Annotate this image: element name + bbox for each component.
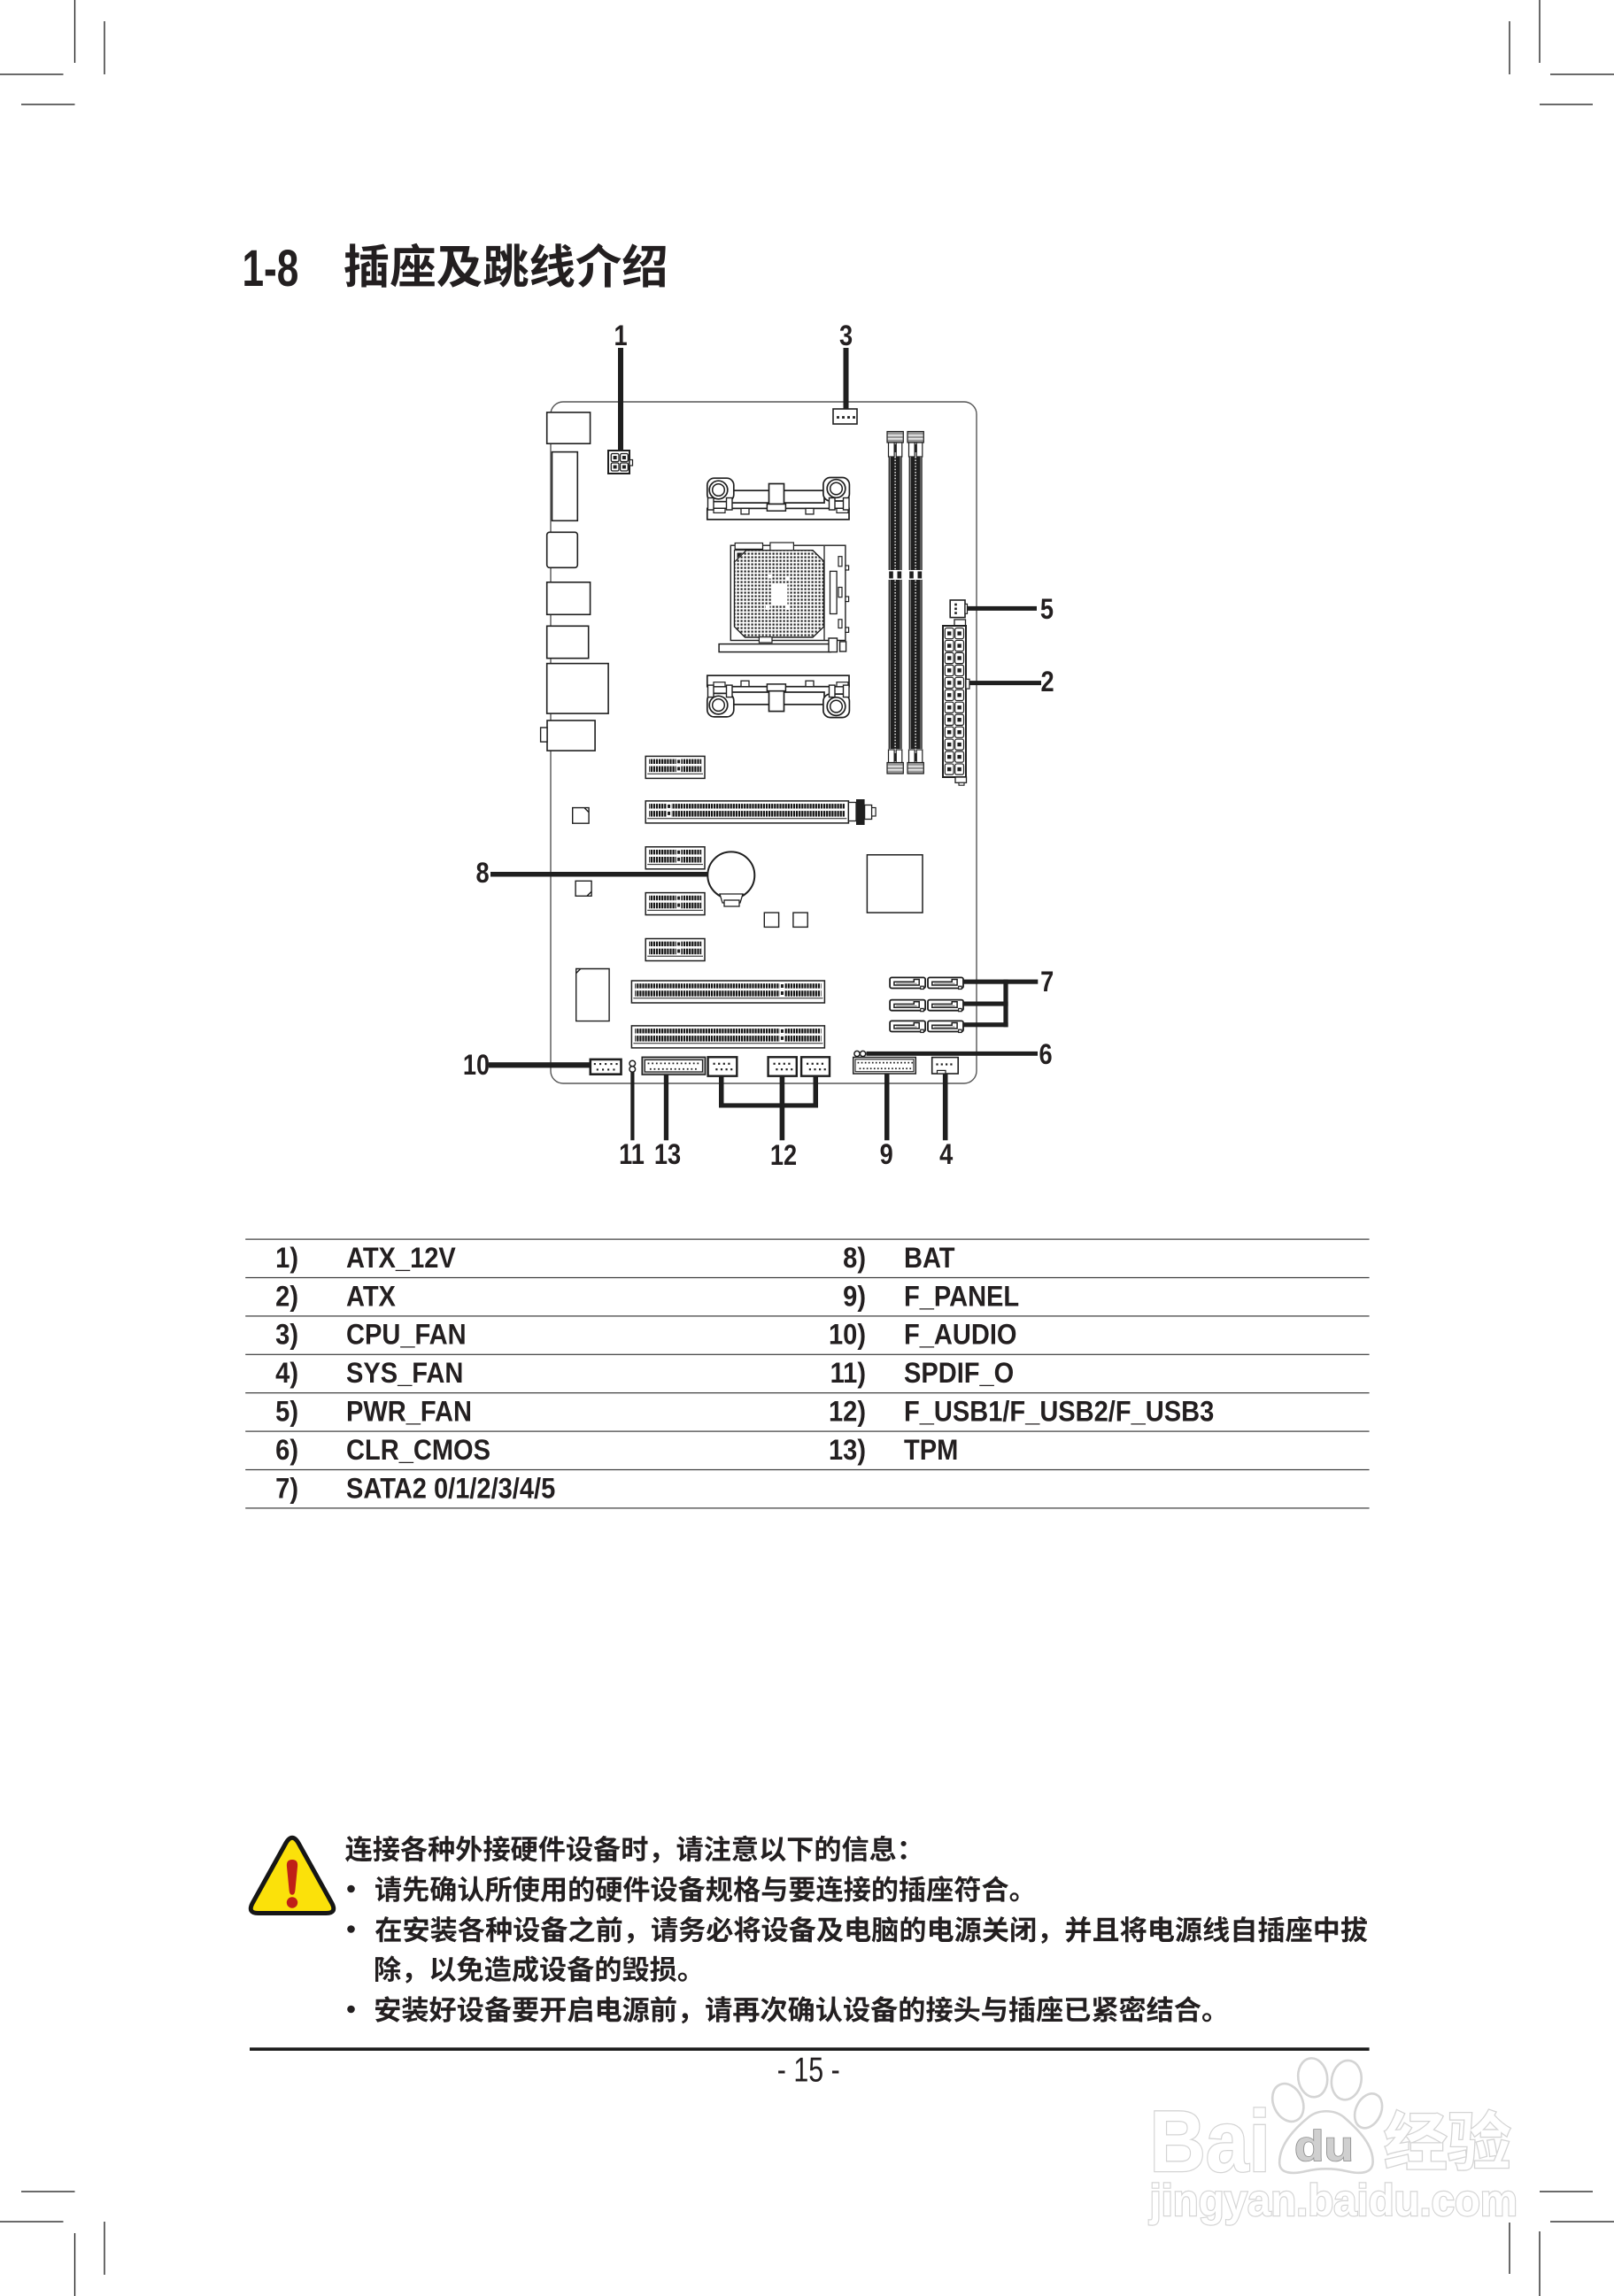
svg-text:6): 6) (275, 1433, 298, 1466)
svg-text:8: 8 (475, 858, 489, 890)
svg-text:1-8: 1-8 (243, 239, 299, 297)
svg-text:TPM: TPM (904, 1433, 958, 1466)
svg-text:5: 5 (1040, 594, 1054, 626)
svg-text:4: 4 (939, 1139, 954, 1171)
svg-text:2): 2) (275, 1280, 298, 1313)
svg-text:du: du (1294, 2123, 1354, 2170)
svg-text:9): 9) (843, 1280, 866, 1313)
svg-text:ATX: ATX (346, 1280, 396, 1313)
svg-text:12: 12 (770, 1140, 797, 1172)
svg-text:2: 2 (1040, 666, 1054, 698)
svg-text:1: 1 (614, 320, 627, 352)
svg-text:10): 10) (829, 1318, 866, 1351)
svg-text:10: 10 (463, 1050, 490, 1082)
svg-text:F_AUDIO: F_AUDIO (904, 1318, 1016, 1351)
svg-text:BAT: BAT (904, 1241, 955, 1274)
svg-text:PWR_FAN: PWR_FAN (346, 1395, 472, 1428)
svg-text:CLR_CMOS: CLR_CMOS (346, 1433, 490, 1466)
svg-text:1): 1) (275, 1241, 298, 1274)
svg-text:CPU_FAN: CPU_FAN (346, 1318, 467, 1351)
svg-text:SATA2 0/1/2/3/4/5: SATA2 0/1/2/3/4/5 (346, 1472, 555, 1505)
svg-text:SPDIF_O: SPDIF_O (904, 1356, 1014, 1389)
svg-text:9: 9 (880, 1139, 893, 1171)
svg-text:3: 3 (839, 320, 853, 352)
svg-text:13: 13 (654, 1139, 681, 1171)
svg-text:8): 8) (843, 1241, 866, 1274)
svg-text:- 15 -: - 15 - (777, 2052, 840, 2089)
svg-text:7: 7 (1040, 967, 1054, 998)
svg-text:12): 12) (829, 1395, 866, 1428)
svg-text:4): 4) (275, 1356, 298, 1389)
svg-text:SYS_FAN: SYS_FAN (346, 1356, 463, 1389)
svg-text:ATX_12V: ATX_12V (346, 1241, 456, 1274)
svg-text:6: 6 (1039, 1039, 1052, 1071)
svg-text:F_PANEL: F_PANEL (904, 1280, 1019, 1313)
svg-text:11): 11) (830, 1356, 866, 1389)
svg-text:3): 3) (275, 1318, 298, 1351)
svg-text:Bai: Bai (1150, 2092, 1270, 2190)
svg-text:F_USB1/F_USB2/F_USB3: F_USB1/F_USB2/F_USB3 (904, 1395, 1214, 1428)
svg-text:11: 11 (619, 1139, 645, 1171)
svg-text:7): 7) (275, 1472, 298, 1505)
svg-text:jingyan.baidu.com: jingyan.baidu.com (1149, 2176, 1517, 2225)
svg-text:5): 5) (275, 1395, 298, 1428)
svg-text:13): 13) (829, 1433, 866, 1466)
